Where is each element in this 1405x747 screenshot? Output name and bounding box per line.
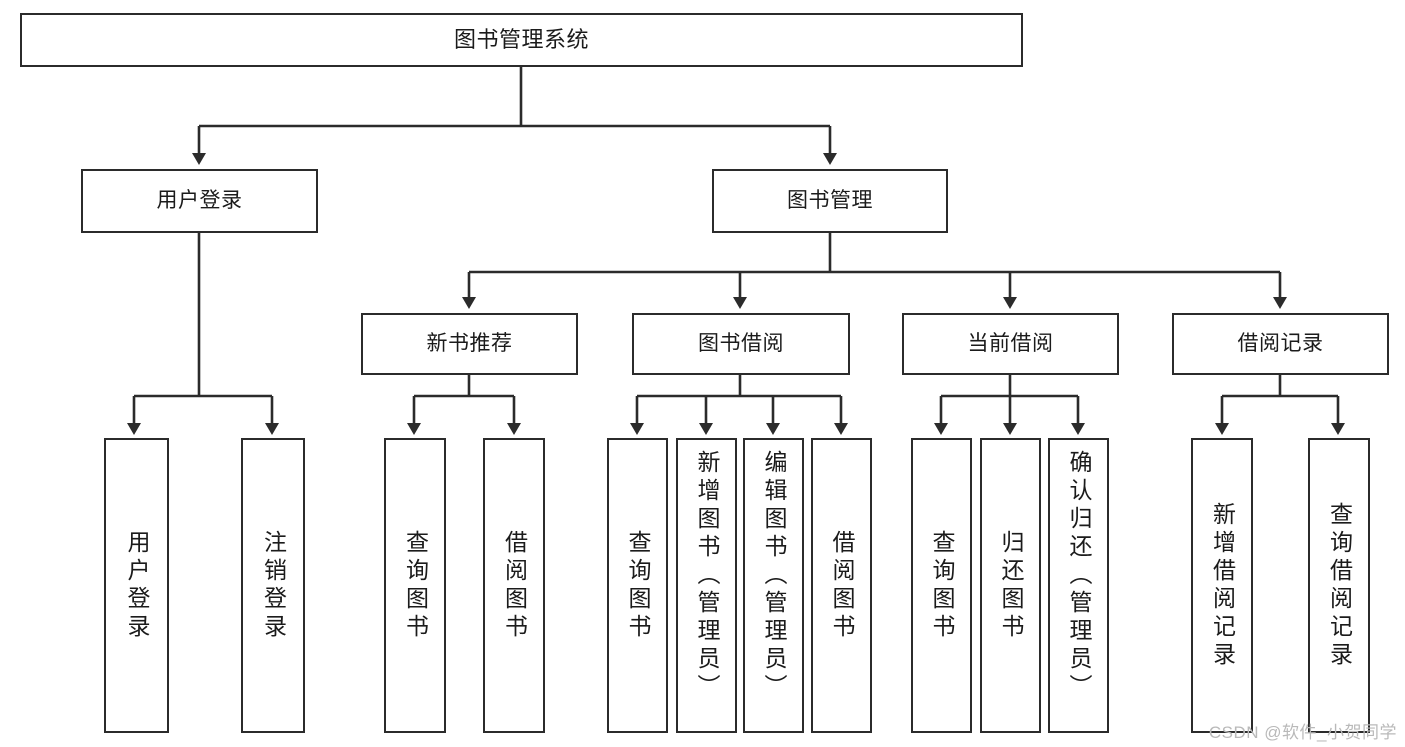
node-borrow-records-label: 借阅记录 xyxy=(1237,331,1324,355)
node-book-management-label: 图书管理 xyxy=(787,188,873,212)
leaf-add-book-admin-label: 新增图书（管理员） xyxy=(694,450,720,702)
node-book-borrow-label: 图书借阅 xyxy=(698,331,784,355)
leaf-borrow-books-borrow[interactable]: 借阅图书 xyxy=(811,438,872,733)
leaf-borrow-books-borrow-label: 借阅图书 xyxy=(829,529,855,642)
node-new-book-recommend-label: 新书推荐 xyxy=(426,331,513,355)
leaf-query-borrow-record-label: 查询借阅记录 xyxy=(1326,501,1353,670)
node-root-label: 图书管理系统 xyxy=(453,27,589,53)
leaf-return-books-label: 归还图书 xyxy=(998,529,1024,642)
leaf-borrow-books-recommend[interactable]: 借阅图书 xyxy=(483,438,545,733)
node-user-login[interactable]: 用户登录 xyxy=(81,169,318,233)
leaf-query-borrow-record[interactable]: 查询借阅记录 xyxy=(1308,438,1370,733)
node-new-book-recommend[interactable]: 新书推荐 xyxy=(361,313,578,375)
leaf-user-login[interactable]: 用户登录 xyxy=(104,438,169,733)
node-book-management[interactable]: 图书管理 xyxy=(712,169,948,233)
leaf-add-borrow-record-label: 新增借阅记录 xyxy=(1209,501,1236,670)
node-root[interactable]: 图书管理系统 xyxy=(20,13,1023,67)
node-book-borrow[interactable]: 图书借阅 xyxy=(632,313,850,375)
leaf-query-books-borrow-label: 查询图书 xyxy=(625,529,651,642)
leaf-query-books-recommend-label: 查询图书 xyxy=(402,529,429,642)
leaf-user-login-label: 用户登录 xyxy=(124,529,150,642)
leaf-add-borrow-record[interactable]: 新增借阅记录 xyxy=(1191,438,1253,733)
leaf-logout-label: 注销登录 xyxy=(260,529,287,642)
leaf-add-book-admin[interactable]: 新增图书（管理员） xyxy=(676,438,737,733)
node-current-borrow[interactable]: 当前借阅 xyxy=(902,313,1119,375)
node-user-login-label: 用户登录 xyxy=(156,188,243,212)
node-current-borrow-label: 当前借阅 xyxy=(967,331,1054,355)
node-borrow-records[interactable]: 借阅记录 xyxy=(1172,313,1389,375)
leaf-query-books-current-label: 查询图书 xyxy=(929,529,955,642)
leaf-logout[interactable]: 注销登录 xyxy=(241,438,305,733)
leaf-query-books-current[interactable]: 查询图书 xyxy=(911,438,972,733)
watermark: CSDN @软件_小贺同学 xyxy=(1208,723,1397,742)
leaf-query-books-borrow[interactable]: 查询图书 xyxy=(607,438,668,733)
leaf-confirm-return-admin-label: 确认归还（管理员） xyxy=(1066,450,1092,702)
leaf-borrow-books-recommend-label: 借阅图书 xyxy=(501,529,528,642)
leaf-edit-book-admin-label: 编辑图书（管理员） xyxy=(761,450,787,702)
leaf-return-books[interactable]: 归还图书 xyxy=(980,438,1041,733)
leaf-edit-book-admin[interactable]: 编辑图书（管理员） xyxy=(743,438,804,733)
leaf-query-books-recommend[interactable]: 查询图书 xyxy=(384,438,446,733)
leaf-confirm-return-admin[interactable]: 确认归还（管理员） xyxy=(1048,438,1109,733)
